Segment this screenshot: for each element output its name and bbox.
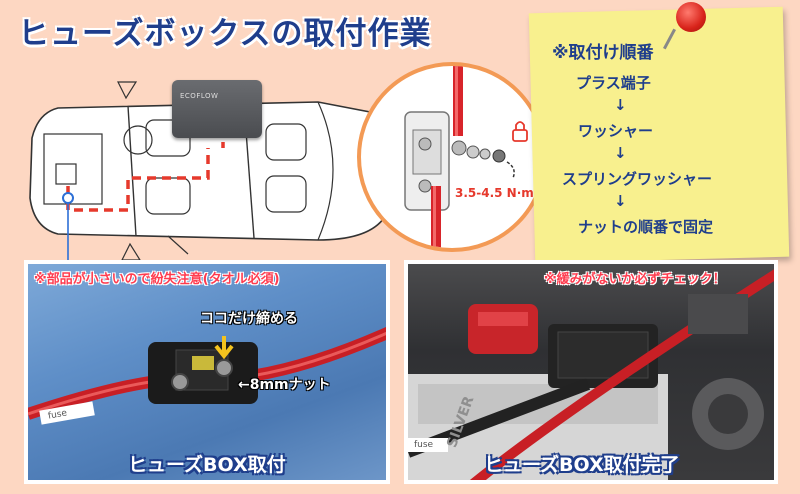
ecoflow-device: ECOFLOW <box>172 80 262 138</box>
step-2: ワッシャー <box>578 122 654 140</box>
battery-outline <box>55 163 77 185</box>
engine-bay <box>43 133 103 205</box>
callout-tighten-here: ココだけ締める <box>200 311 298 327</box>
fuse-assembly-illustration <box>404 66 528 248</box>
step-arrow: ↓ <box>614 144 627 162</box>
steps-heading: ※取付け順番 <box>552 43 654 63</box>
step-arrow: ↓ <box>614 96 627 114</box>
photo-fuse-install: ※部品が小さいので紛失注意(タオル必須) ココだけ締める ←8mmナット fus… <box>24 260 390 484</box>
cable-label: fuse <box>414 440 434 450</box>
step-1: プラス端子 <box>576 74 651 92</box>
warning-check-looseness: ※緩みがないか必ずチェック！ <box>544 272 726 287</box>
torque-spec: 3.5-4.5 N·m <box>455 186 534 200</box>
page-title: ヒューズボックスの取付作業 <box>18 16 432 52</box>
photo-fuse-complete: ※緩みがないか必ずチェック！ SILVER fuse ヒューズBOX取付完了 <box>404 260 778 484</box>
fuse-location-marker <box>62 192 74 204</box>
lock-icon <box>512 121 528 142</box>
step-4: ナットの順番で固定 <box>578 218 714 236</box>
warning-lost-parts: ※部品が小さいので紛失注意(タオル必須) <box>34 272 280 287</box>
step-3: スプリングワッシャー <box>562 170 713 188</box>
step-arrow: ↓ <box>614 192 627 210</box>
device-logo: ECOFLOW <box>180 92 219 100</box>
caption-fuse-complete: ヒューズBOX取付完了 <box>484 454 680 476</box>
pushpin-icon <box>676 2 706 32</box>
fuse-photo-illustration <box>28 326 386 425</box>
caption-fuse-install: ヒューズBOX取付 <box>128 454 286 476</box>
engine-photo-illustration <box>408 269 774 480</box>
callout-8mm-nut: ←8mmナット <box>238 377 331 393</box>
car-diagram <box>29 81 391 264</box>
magnified-circle: 3.5-4.5 N·m <box>357 62 547 252</box>
